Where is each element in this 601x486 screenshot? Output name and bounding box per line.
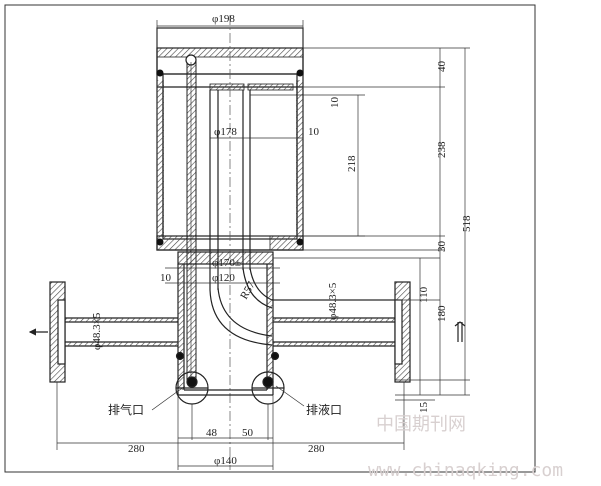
dim-d120: φ120 <box>212 272 235 284</box>
dim-d48-left: φ48.3×5 <box>91 312 103 350</box>
dim-48: 48 <box>206 427 218 439</box>
dim-d198: φ198 <box>212 13 235 25</box>
dim-10-right: 10 <box>329 97 341 109</box>
gauge-rod <box>185 54 197 381</box>
tee-hatching <box>177 251 274 390</box>
dim-d178: φ178 <box>214 126 237 138</box>
dim-280-left: 280 <box>128 443 145 455</box>
dim-10-mid: 10 <box>308 126 320 138</box>
dim-30: 30 <box>436 241 448 253</box>
outlet-labels: 排气口 排液口 <box>108 402 342 417</box>
watermark-url: www.chinaqking.com <box>368 460 563 481</box>
dim-d140: φ140 <box>214 455 237 467</box>
dim-110: 110 <box>418 286 430 303</box>
dim-d48-right: φ48.3×5 <box>327 282 339 320</box>
dim-40: 40 <box>436 61 448 73</box>
label-liquid-outlet: 排液口 <box>306 402 342 417</box>
dimension-lines <box>56 20 470 470</box>
watermark-cn: 中国期刊网 <box>376 414 466 435</box>
dim-50: 50 <box>242 427 254 439</box>
dim-518: 518 <box>461 215 473 232</box>
drawing-border <box>4 4 536 473</box>
dim-238: 238 <box>436 141 448 158</box>
dim-280-right: 280 <box>308 443 325 455</box>
dim-d170: φ170± <box>212 257 241 269</box>
dimension-text: φ198 φ178 10 φ170± φ120 10 R57 φ48.3×5 φ… <box>91 13 473 467</box>
dim-15: 15 <box>418 402 430 414</box>
label-gas-outlet: 排气口 <box>108 402 144 417</box>
flow-arrows <box>28 321 466 342</box>
dim-218: 218 <box>346 155 358 172</box>
dim-10-left: 10 <box>160 272 172 284</box>
left-flange <box>49 281 66 383</box>
dim-180: 180 <box>436 305 448 322</box>
right-flange <box>394 281 411 383</box>
